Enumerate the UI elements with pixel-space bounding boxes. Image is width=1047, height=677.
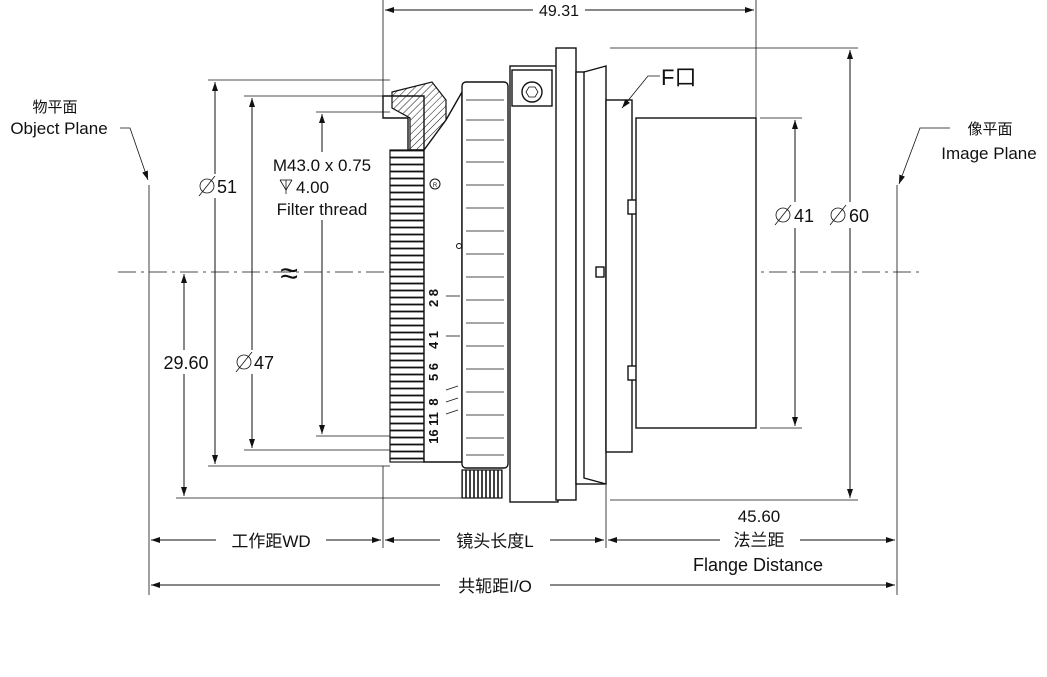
object-plane-cn: 物平面	[32, 99, 77, 116]
svg-text:60: 60	[849, 206, 869, 226]
object-plane-en: Object Plane	[10, 119, 107, 138]
lens-length-label: 镜头长度L	[456, 532, 533, 551]
image-plane-en: Image Plane	[941, 144, 1036, 163]
io-label: 共轭距I/O	[458, 577, 532, 596]
overall-length-value: 49.31	[539, 3, 579, 20]
rear-tube	[635, 117, 757, 429]
flange-en: Flange Distance	[693, 555, 823, 575]
front-knurl-ring	[389, 149, 425, 463]
object-plane-leader	[120, 127, 149, 181]
approx-symbol: ≈	[280, 255, 298, 291]
svg-text:R: R	[433, 183, 438, 189]
f-mount-label: F口	[661, 65, 696, 90]
svg-text:8: 8	[426, 398, 441, 405]
svg-text:51: 51	[217, 177, 237, 197]
image-plane-cn: 像平面	[967, 121, 1012, 138]
phi47-label: 47	[235, 351, 274, 373]
focus-ring	[461, 81, 509, 469]
filter-thread-depth: 4.00	[296, 178, 329, 197]
axis-mark	[595, 266, 605, 278]
wd-label: 工作距WD	[231, 532, 310, 551]
mount-barrel	[509, 65, 559, 503]
lock-knob	[461, 469, 503, 499]
phi51-label: 51	[198, 175, 237, 197]
image-plane-leader	[898, 127, 950, 185]
mount-step	[605, 99, 633, 453]
filter-thread-size: M43.0 x 0.75	[273, 156, 371, 175]
distance-scale: 2 8 4 1 5 6 8 16 11	[426, 289, 460, 444]
lock-screw-icon	[521, 81, 543, 103]
flange-plate	[555, 47, 577, 501]
index-dot	[456, 243, 462, 249]
svg-text:41: 41	[794, 206, 814, 226]
svg-text:5 6: 5 6	[426, 363, 441, 381]
svg-text:47: 47	[254, 353, 274, 373]
svg-text:2 8: 2 8	[426, 289, 441, 307]
thread-depth-icon	[279, 179, 293, 194]
phi60-label: 60	[829, 204, 869, 226]
height-2960-value: 29.60	[163, 353, 208, 373]
registered-mark-icon	[429, 178, 441, 190]
lock-screw-hex	[525, 86, 539, 98]
filter-thread-label: Filter thread	[277, 200, 368, 219]
flange-cn: 法兰距	[734, 531, 785, 550]
lens-body: R	[382, 47, 757, 503]
flange-value: 45.60	[738, 507, 781, 526]
svg-text:16 11: 16 11	[426, 412, 441, 444]
svg-text:4 1: 4 1	[426, 331, 441, 349]
focus-ring-segments	[466, 99, 504, 456]
f-mount-leader	[621, 75, 660, 109]
phi41-label: 41	[774, 204, 814, 226]
